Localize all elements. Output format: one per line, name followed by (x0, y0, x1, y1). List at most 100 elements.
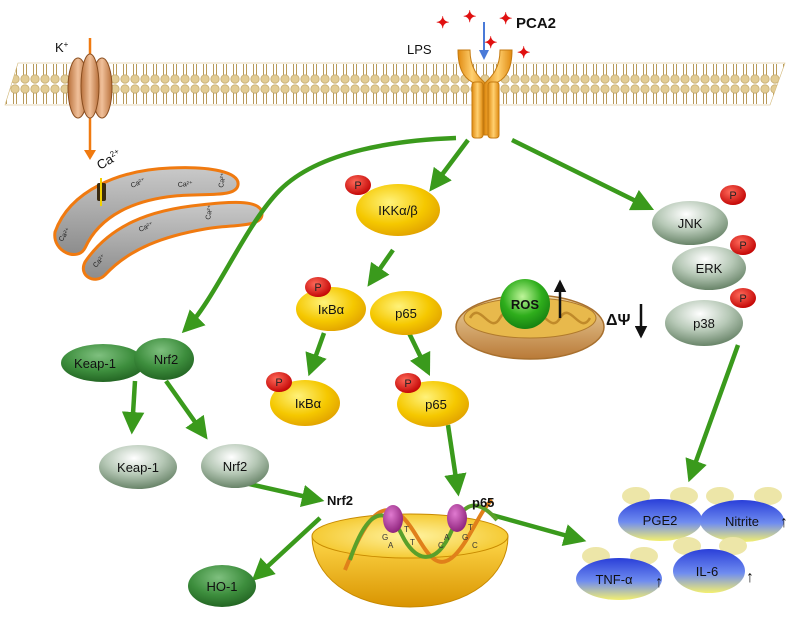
arrow-mapk-to-pge2 (685, 344, 741, 483)
phospho-badge (266, 372, 292, 392)
ikba-label: IκBα (295, 396, 322, 411)
p65-node: p65 P (395, 373, 469, 427)
ikba-label: IκBα (318, 302, 345, 317)
keap1-label: Keap-1 (117, 460, 159, 475)
nucleus: G A T T C A G T C Nrf2 p65 (311, 493, 509, 608)
secretion-cup (754, 487, 782, 505)
p38-label: p38 (693, 316, 715, 331)
delta-psi-label: ΔΨ (606, 312, 631, 329)
p65-label: p65 (395, 306, 417, 321)
arrow-nrf2-nucleus (244, 480, 325, 507)
plus-icon: ✦ (463, 9, 476, 26)
dna-base: G (382, 533, 388, 542)
erk-label: ERK (696, 261, 723, 276)
arrow-to-ikba (367, 248, 395, 287)
secretion-cup (706, 487, 734, 505)
phospho-badge (395, 373, 421, 393)
dna-base: A (444, 533, 450, 542)
nucleus-p65-label: p65 (472, 495, 494, 510)
ros-label: ROS (511, 297, 540, 312)
secretion-cup (673, 537, 701, 555)
plus-icon: ✦ (499, 11, 512, 28)
jnk-node: JNK P (652, 185, 746, 245)
phospho-label: P (314, 282, 321, 294)
phospho-label: P (739, 293, 746, 305)
dna-bases: G A T T C A G T C (382, 523, 478, 550)
p65-label: p65 (425, 397, 447, 412)
phospho-badge (730, 235, 756, 255)
arrow-p65-nucleus (444, 424, 467, 497)
p38-node: p38 P (665, 288, 756, 346)
ion-channel: K+ Ca2+ (55, 38, 124, 173)
channel-flux-arrowhead (84, 150, 96, 160)
ho1-label: HO-1 (206, 579, 237, 594)
pca2-label: PCA2 (516, 15, 556, 32)
ikba-p65-complex: p65 IκBα P (296, 277, 442, 335)
nitrite-label: Nitrite (725, 514, 759, 529)
dna-base: C (472, 541, 478, 550)
ho1-node: HO-1 (188, 565, 256, 607)
dna-base: T (404, 525, 409, 534)
il6-node: IL-6 ↑ (673, 537, 754, 593)
plus-icon: ✦ (517, 45, 530, 62)
arrow-to-nrf2 (181, 135, 457, 334)
secretion-cup (719, 537, 747, 555)
pathway-arrows (121, 135, 741, 582)
cell-membrane (4, 62, 786, 106)
calcium-label: Ca2+ (94, 147, 124, 173)
dna-base: G (462, 533, 468, 542)
phospho-badge (345, 175, 371, 195)
pca2-plus-markers: ✦ ✦ ✦ ✦ ✦ (436, 9, 530, 62)
ikk-node: IKKα/β P (345, 175, 440, 236)
phospho-label: P (404, 378, 411, 390)
endoplasmic-reticulum: Ca²⁺ Ca²⁺ Ca²⁺ Ca²⁺ Ca²⁺ Ca²⁺ Ca²⁺ (53, 166, 264, 281)
dna-base: A (388, 541, 394, 550)
er-ca-label: Ca²⁺ (218, 172, 228, 188)
phospho-label: P (354, 180, 361, 192)
er-ca-label: Ca²⁺ (178, 181, 194, 189)
phospho-badge (720, 185, 746, 205)
plus-icon: ✦ (484, 35, 497, 52)
pge2-node: PGE2 ↑ (618, 487, 710, 541)
membrane-potential: ΔΨ (606, 304, 648, 339)
lps-label: LPS (407, 42, 432, 57)
phospho-badge (305, 277, 331, 297)
secretion-cup (670, 487, 698, 505)
nitrite-node: Nitrite ↑ (700, 487, 788, 542)
arrow-p65-phospho (406, 332, 431, 377)
arrow-to-cytokines (491, 512, 587, 547)
tnfa-label: TNF-α (595, 572, 633, 587)
arrow-ikba-release (305, 332, 327, 377)
plus-icon: ✦ (436, 15, 449, 32)
phospho-label: P (729, 190, 736, 202)
potassium-label: K+ (55, 40, 69, 55)
phospho-label: P (739, 240, 746, 252)
arrow-to-ikk (429, 138, 470, 192)
tnfa-up-arrow: ↑ (655, 574, 663, 591)
er-ca-label: Ca²⁺ (205, 204, 215, 220)
il6-label: IL-6 (696, 564, 718, 579)
arrow-to-nrf2-free (164, 379, 208, 440)
il6-up-arrow: ↑ (746, 569, 754, 586)
nrf2-label: Nrf2 (154, 352, 179, 367)
secretion-cup (622, 487, 650, 505)
ros-node: ROS (500, 279, 567, 329)
keap1-node: Keap-1 (99, 445, 177, 489)
tlr-receptor: LPS PCA2 (407, 15, 556, 139)
tnfa-node: TNF-α ↑ (576, 547, 663, 600)
erk-node: ERK P (672, 235, 756, 290)
arrow-to-keap1 (121, 380, 145, 435)
arrow-to-ho1 (251, 516, 322, 582)
jnk-label: JNK (678, 216, 703, 231)
pge2-label: PGE2 (643, 513, 678, 528)
dna-base: T (468, 523, 473, 532)
p65-binding-site (447, 504, 467, 532)
phospho-badge (730, 288, 756, 308)
ikk-label: IKKα/β (378, 203, 418, 218)
nrf2-binding-site (383, 505, 403, 533)
keap1-label: Keap-1 (74, 356, 116, 371)
dna-strand (348, 503, 499, 561)
ikba-node: IκBα P (266, 372, 340, 426)
nitrite-up-arrow: ↑ (780, 514, 788, 531)
